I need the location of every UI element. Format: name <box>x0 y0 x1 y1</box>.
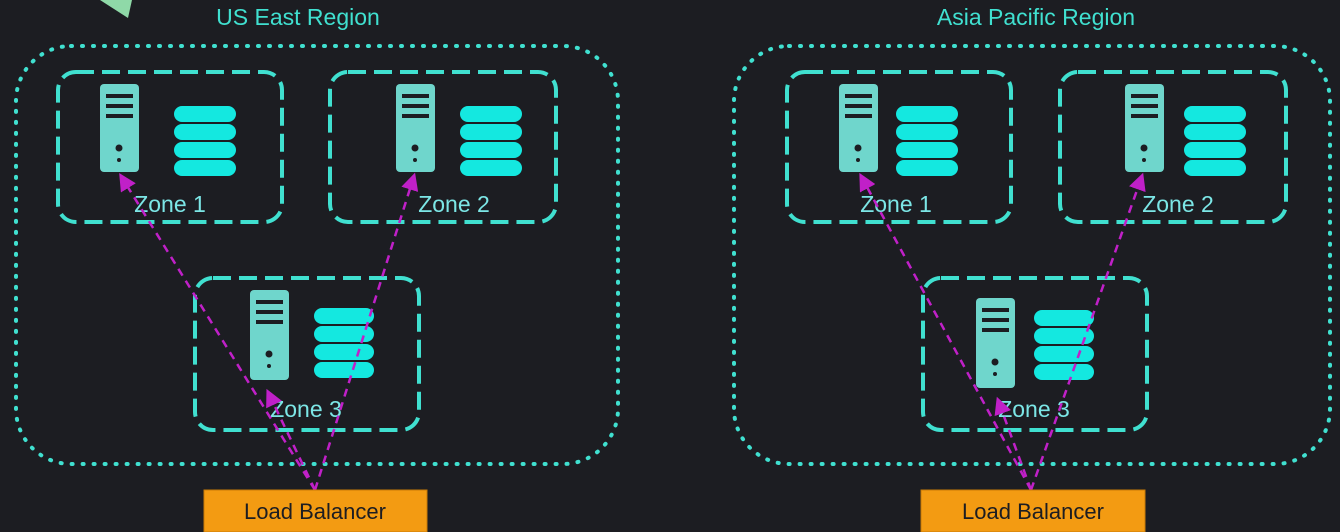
traffic-arrows <box>119 172 419 491</box>
zone-boundary <box>785 70 1013 224</box>
region-title: US East Region <box>216 4 380 30</box>
zone-1: Zone 1 <box>785 70 1013 224</box>
traffic-arrows <box>859 172 1146 491</box>
database-icon <box>174 106 236 176</box>
zone-label: Zone 1 <box>860 191 932 217</box>
database-icon <box>460 106 522 176</box>
load-balancer-label: Load Balancer <box>962 499 1104 524</box>
zone-boundary <box>1058 70 1288 224</box>
arrow-to-zone-3 <box>994 396 1033 491</box>
region-boundary <box>732 44 1332 466</box>
arrow-to-zone-3 <box>266 388 317 491</box>
zone-label: Zone 2 <box>418 191 490 217</box>
zone-boundary <box>56 70 284 224</box>
load-balancer-label: Load Balancer <box>244 499 386 524</box>
arrow-to-zone-1 <box>859 172 1033 491</box>
region-asia-pacific: Asia Pacific Region Zone 1 <box>732 4 1332 532</box>
server-icon <box>976 298 1015 388</box>
database-icon <box>896 106 958 176</box>
zone-boundary <box>193 276 421 432</box>
load-balancer-box[interactable] <box>203 489 428 532</box>
arrow-to-zone-1 <box>119 173 317 491</box>
database-icon <box>1184 106 1246 176</box>
region-title: Asia Pacific Region <box>937 4 1135 30</box>
server-icon <box>1125 84 1164 172</box>
corner-decoration-icon <box>100 0 132 18</box>
server-icon <box>839 84 878 172</box>
zone-boundary <box>921 276 1149 432</box>
region-us-east: US East Region Zone 1 <box>14 4 620 532</box>
zone-label: Zone 1 <box>134 191 206 217</box>
zone-3: Zone 3 <box>193 276 421 432</box>
load-balancer-box[interactable] <box>920 489 1146 532</box>
zone-label: Zone 3 <box>270 396 342 422</box>
zone-2: Zone 2 <box>1058 70 1288 224</box>
load-balancer[interactable]: Load Balancer <box>920 489 1146 532</box>
database-icon <box>1034 310 1094 380</box>
zone-label: Zone 2 <box>1142 191 1214 217</box>
database-icon <box>314 308 374 378</box>
server-icon <box>396 84 435 172</box>
server-icon <box>100 84 139 172</box>
zone-2: Zone 2 <box>328 70 558 224</box>
zone-boundary <box>328 70 558 224</box>
server-icon <box>250 290 289 380</box>
region-boundary <box>14 44 620 466</box>
load-balancer[interactable]: Load Balancer <box>203 489 428 532</box>
zone-1: Zone 1 <box>56 70 284 224</box>
